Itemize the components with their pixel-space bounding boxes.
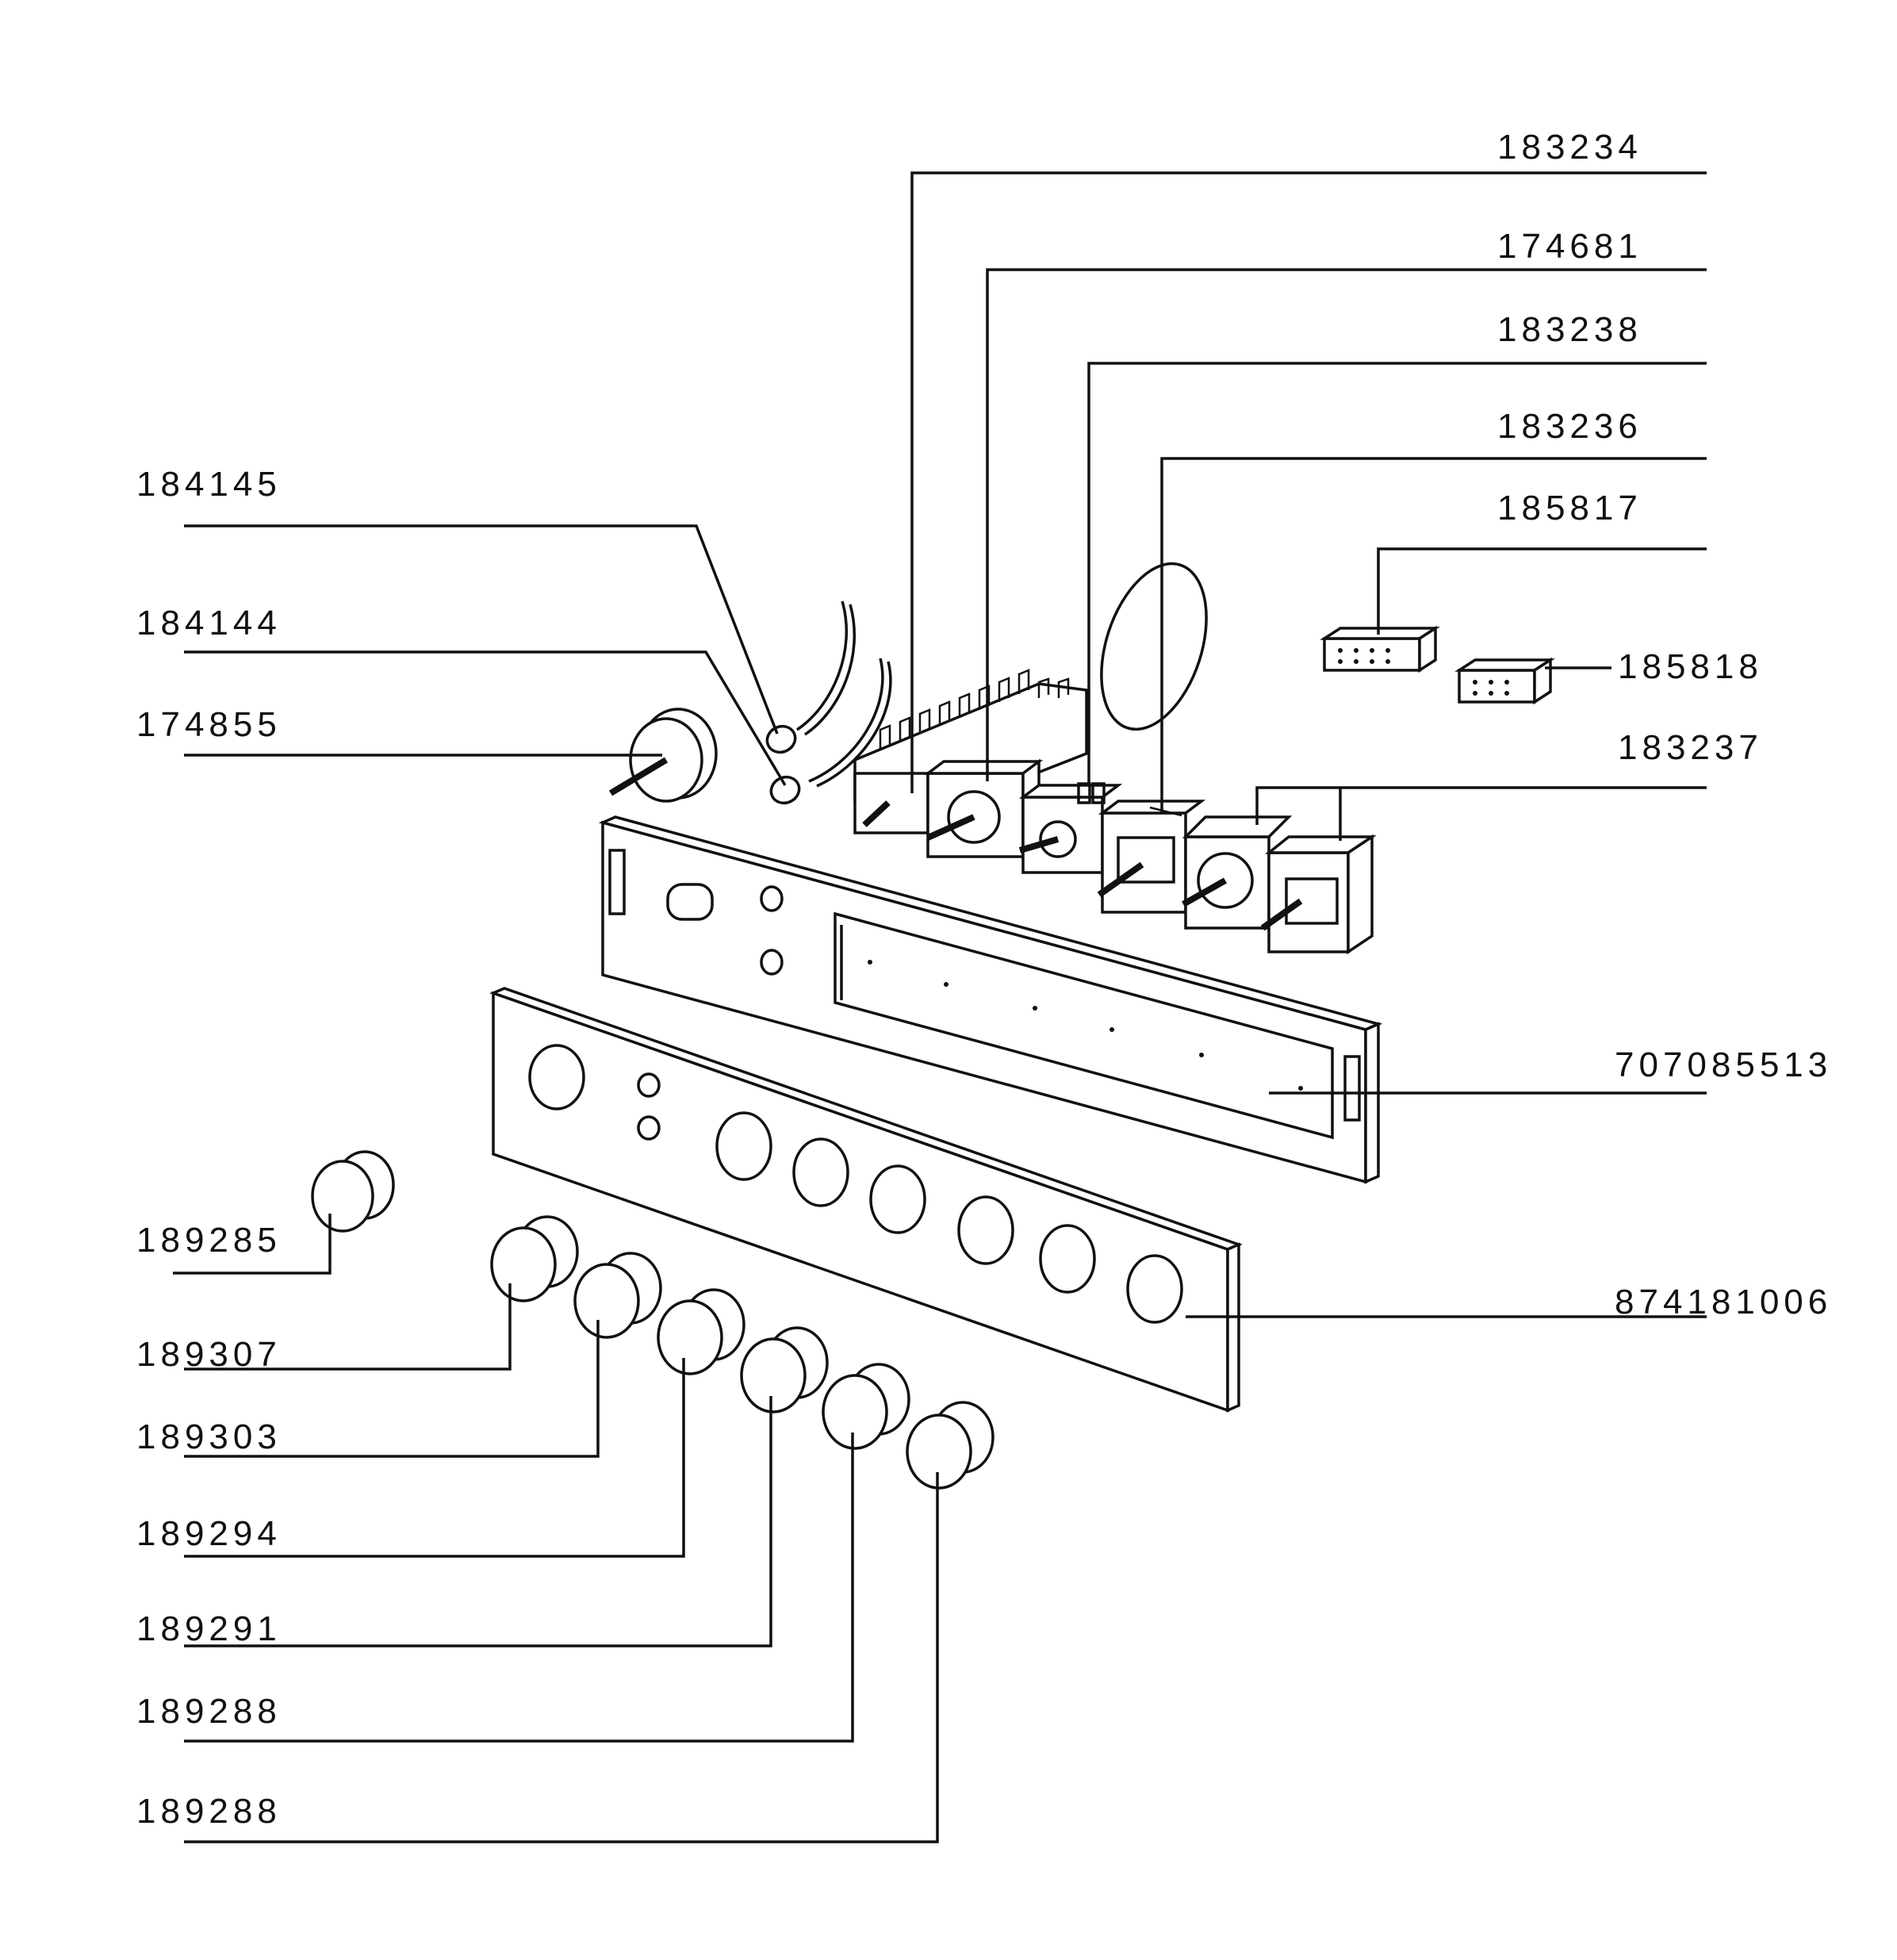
part-labels: 183234 174681 183238 183236 185817 18581… (136, 128, 1832, 1831)
switch-assembly (853, 562, 1377, 955)
leader-189291 (184, 1396, 772, 1647)
label-183234: 183234 (1497, 128, 1642, 167)
terminal-block-185818 (1454, 657, 1555, 705)
leader-183234 (910, 171, 1707, 793)
label-707085513: 707085513 (1615, 1045, 1832, 1084)
front-fascia-panel (489, 987, 1243, 1413)
leader-189288-upper (184, 1433, 854, 1743)
terminal-comb (879, 669, 1070, 750)
leader-185817 (1377, 547, 1707, 635)
leader-174681 (986, 268, 1707, 781)
leader-189285 (173, 1214, 331, 1275)
label-874181006: 874181006 (1615, 1283, 1832, 1321)
knob-189285 (311, 1150, 395, 1233)
fascia-knob-holes (528, 1044, 1183, 1324)
knob-189288-lower (906, 1401, 994, 1490)
leader-183238 (1087, 362, 1707, 785)
label-184144: 184144 (136, 604, 282, 642)
leader-183236 (1160, 457, 1707, 813)
knob-189307 (490, 1215, 579, 1302)
label-189303: 189303 (136, 1417, 282, 1456)
label-189294: 189294 (136, 1514, 282, 1553)
label-189288-lower: 189288 (136, 1792, 282, 1831)
knob-189294 (657, 1288, 745, 1375)
label-183238: 183238 (1497, 310, 1642, 349)
label-184145: 184145 (136, 465, 282, 504)
leader-184144 (184, 650, 787, 786)
knob-189291 (740, 1326, 829, 1413)
label-174681: 174681 (1497, 227, 1642, 266)
label-189285: 189285 (136, 1221, 282, 1260)
label-183236: 183236 (1497, 407, 1642, 446)
label-189291: 189291 (136, 1609, 282, 1648)
timer-knob-174855 (608, 708, 718, 803)
knob-189288-upper (822, 1363, 910, 1450)
leader-189307 (184, 1283, 512, 1371)
label-174855: 174855 (136, 705, 282, 744)
label-183237: 183237 (1618, 728, 1763, 767)
terminal-block-185817 (1320, 625, 1440, 673)
leader-189303 (184, 1320, 600, 1458)
label-189307: 189307 (136, 1335, 282, 1374)
leader-lines (173, 171, 1707, 1843)
label-189288-upper: 189288 (136, 1692, 282, 1731)
leader-189294 (184, 1358, 685, 1558)
control-panel-frame (598, 815, 1383, 1184)
leader-184145 (184, 524, 779, 735)
label-185818: 185818 (1618, 647, 1763, 686)
leader-189288-lower (184, 1472, 939, 1843)
label-185817: 185817 (1497, 489, 1642, 527)
leader-183237 (1255, 786, 1707, 825)
knob-189303 (573, 1252, 662, 1339)
